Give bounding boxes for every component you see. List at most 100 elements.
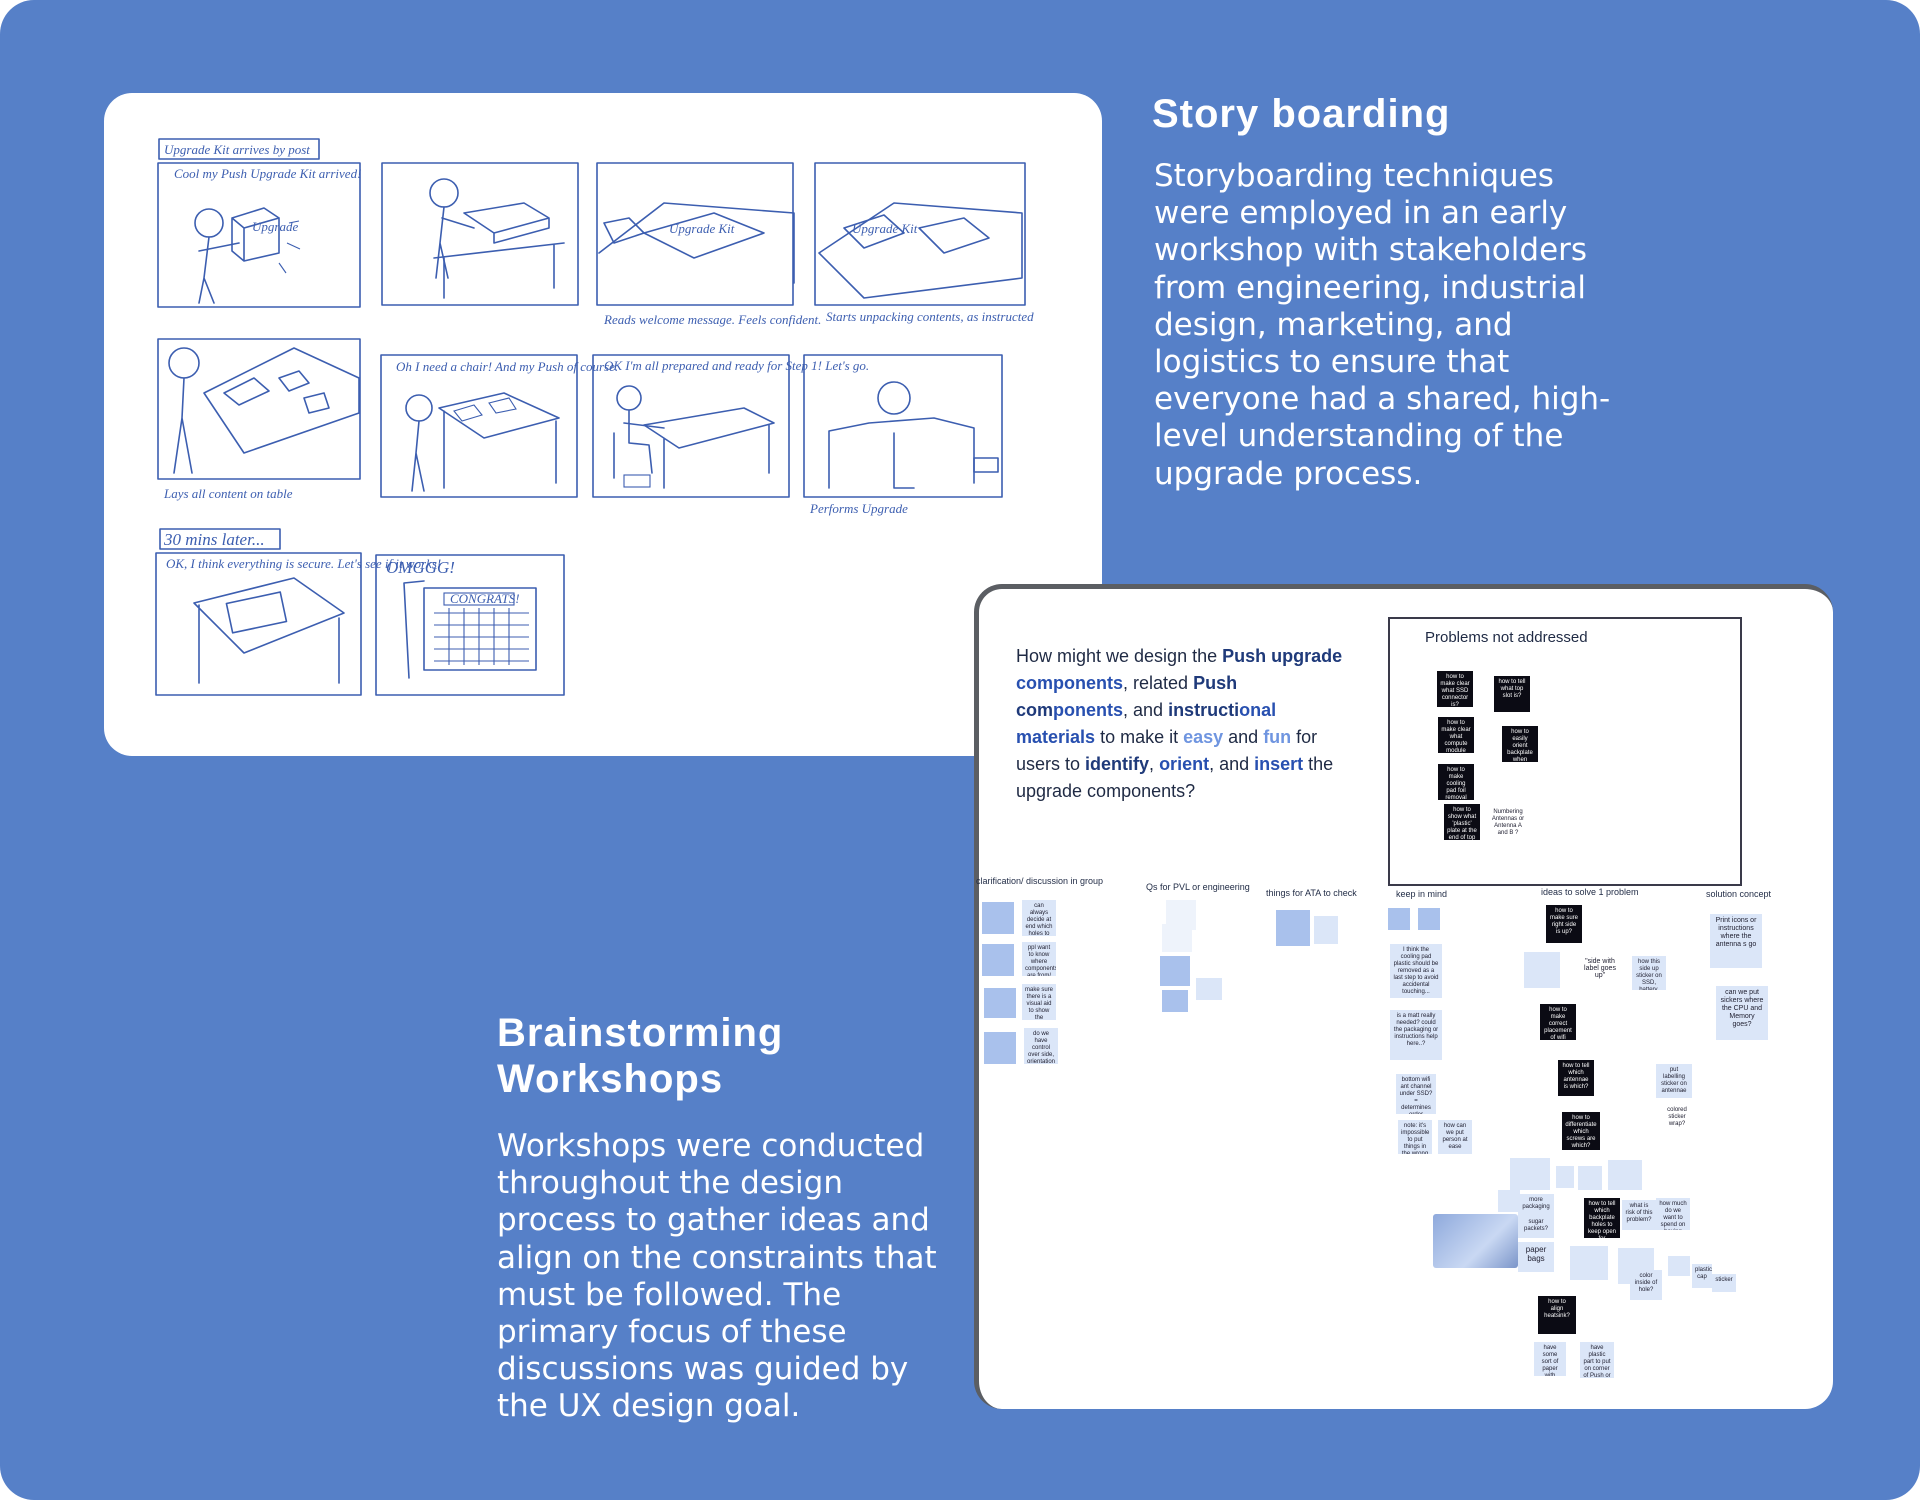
problems-frame bbox=[1388, 617, 1742, 886]
sticky-note: how to make clear what SSD connector is? bbox=[1437, 671, 1473, 707]
panel-10-speech: OMGGG! bbox=[386, 558, 455, 577]
hmw-keyword: onal materials bbox=[1016, 700, 1277, 747]
column-label: clarification/ discussion in group bbox=[976, 876, 1104, 886]
storyboard-sketch: Upgrade Kit arrives by post Cool my Push… bbox=[155, 138, 1034, 696]
sticky-note: Numbering Antennas or Antenna A and B ? bbox=[1491, 809, 1525, 836]
sticky-note: how to make clear what compute module co… bbox=[1438, 717, 1474, 753]
workshop-photo bbox=[1433, 1214, 1518, 1268]
sticky-note bbox=[1418, 908, 1440, 930]
brainstorming-description: Workshops were conducted throughout the … bbox=[497, 1128, 937, 1425]
hmw-keyword: Push com bbox=[1016, 673, 1238, 720]
hmw-text: the upgrade components? bbox=[1016, 754, 1334, 801]
storyboard-panel-10: OMGGG! CONGRATS! bbox=[375, 554, 565, 696]
panel-8-caption: Performs Upgrade bbox=[809, 501, 908, 516]
storyboarding-title: Story boarding bbox=[1152, 92, 1451, 136]
storyboarding-description: Storyboarding techniques were employed i… bbox=[1154, 158, 1611, 492]
hmw-keyword: identify bbox=[1085, 754, 1150, 774]
sticky-note: plastic cap bbox=[1692, 1264, 1712, 1288]
storyboard-panel-5: Lays all content on table bbox=[157, 338, 361, 501]
hmw-text: for users to bbox=[1016, 727, 1318, 774]
sticky-note: how to make sure right side is up? bbox=[1546, 905, 1582, 943]
column-label: things for ATA to check bbox=[1266, 888, 1357, 898]
sticky-note bbox=[1498, 1190, 1520, 1212]
sticky-note: what is risk of this problem? bbox=[1622, 1200, 1656, 1230]
sticky-note: sugar packets? bbox=[1518, 1216, 1554, 1238]
sticky-note: can always decide at end which holes to … bbox=[1022, 900, 1056, 936]
panel-7-speech: OK I'm all prepared and ready for Step 1… bbox=[604, 358, 869, 373]
sticky-note bbox=[1388, 908, 1410, 930]
sticky-note bbox=[1608, 1160, 1642, 1190]
sticky-note: have plastic part to put on corner of Pu… bbox=[1580, 1342, 1614, 1378]
panel-1-speech: Cool my Push Upgrade Kit arrived! bbox=[174, 166, 361, 181]
column-label: solution concept bbox=[1706, 889, 1772, 899]
sticky-note: "side with label goes up" bbox=[1584, 958, 1616, 979]
sticky-note: how to show what 'plastic' plate at the … bbox=[1444, 804, 1480, 840]
hmw-text: and bbox=[1223, 727, 1264, 747]
brainstorming-title: Brainstorming Workshops bbox=[497, 1011, 784, 1101]
panel-1-caption: Upgrade Kit arrives by post bbox=[164, 142, 310, 157]
sticky-note bbox=[982, 902, 1014, 934]
sticky-note: is a matt really needed? could the packa… bbox=[1390, 1010, 1442, 1060]
sticky-note bbox=[1276, 910, 1310, 946]
panel-4-caption: Starts unpacking contents, as instructed bbox=[826, 309, 1034, 324]
hmw-keyword: fun bbox=[1263, 727, 1292, 747]
sticky-note: how this side up sticker on SSD, battery… bbox=[1632, 956, 1666, 990]
sticky-note bbox=[984, 988, 1016, 1018]
storyboard-panel-9: 30 mins later... OK, I think everything … bbox=[155, 528, 441, 696]
sticky-note: how to tell which antennae is which? bbox=[1558, 1060, 1594, 1096]
hmw-keyword: insert bbox=[1254, 754, 1304, 774]
sticky-note bbox=[1556, 1166, 1574, 1188]
sticky-note bbox=[1668, 1256, 1690, 1276]
storyboard-panel-8: Performs Upgrade bbox=[803, 354, 1003, 516]
sticky-note bbox=[1160, 956, 1190, 986]
storyboard-panel-3: Upgrade Kit Reads welcome message. Feels… bbox=[596, 162, 821, 327]
hmw-keyword: upgrade bbox=[1271, 646, 1343, 666]
panel-4-box-label: Upgrade Kit bbox=[852, 221, 918, 236]
sticky-note: how to tell which backplate holes to kee… bbox=[1584, 1198, 1620, 1238]
hmw-keyword: instructi bbox=[1168, 700, 1240, 720]
sticky-note: note: it's impossible to put things in t… bbox=[1398, 1120, 1432, 1154]
sticky-note: how to tell what top slot is? bbox=[1494, 676, 1530, 712]
storyboard-panel-7: OK I'm all prepared and ready for Step 1… bbox=[592, 354, 869, 498]
sticky-note bbox=[1510, 1158, 1550, 1190]
panel-9-caption: 30 mins later... bbox=[163, 530, 265, 549]
sticky-note bbox=[982, 944, 1014, 976]
panel-3-caption: Reads welcome message. Feels confident. bbox=[603, 312, 821, 327]
column-label: Qs for PVL or engineering bbox=[1146, 882, 1250, 892]
sticky-note: how to make correct placement of wifi an… bbox=[1540, 1004, 1576, 1040]
sticky-note bbox=[1162, 990, 1188, 1012]
panel-6-speech: Oh I need a chair! And my Push of course… bbox=[396, 359, 618, 374]
sticky-note: color inside of hole? bbox=[1630, 1270, 1662, 1300]
sticky-note bbox=[1162, 924, 1192, 952]
sticky-note: how can we put person at ease bbox=[1438, 1120, 1472, 1154]
sticky-note: how to differentiate which screws are wh… bbox=[1562, 1112, 1600, 1150]
storyboard-panel-6: Oh I need a chair! And my Push of course… bbox=[380, 354, 618, 498]
sticky-note: ppl want to know where components are fr… bbox=[1022, 942, 1056, 976]
sticky-note: how much do we want to spend on having l… bbox=[1656, 1198, 1690, 1230]
sticky-note: can we put sickers where the CPU and Mem… bbox=[1716, 986, 1768, 1040]
sticky-note: Print icons or instructions where the an… bbox=[1710, 914, 1762, 968]
hmw-keyword: orient bbox=[1159, 754, 1210, 774]
sticky-note bbox=[1196, 978, 1222, 1000]
problems-title: Problems not addressed bbox=[1425, 629, 1588, 646]
storyboard-card: Upgrade Kit arrives by post Cool my Push… bbox=[104, 93, 1102, 756]
storyboard-panel-2 bbox=[381, 162, 579, 306]
sticky-note: make sure there is a visual aid to show … bbox=[1022, 984, 1056, 1020]
hmw-text: , and bbox=[1123, 700, 1169, 720]
column-label: ideas to solve 1 problem bbox=[1541, 887, 1639, 897]
storyboard-panel-1: Upgrade Kit arrives by post Cool my Push… bbox=[157, 138, 361, 308]
sticky-note: how to easily orient backplate when putt… bbox=[1502, 726, 1538, 762]
hmw-keyword: Push bbox=[1222, 646, 1267, 666]
hmw-keyword: components bbox=[1016, 673, 1124, 693]
sticky-note: have some sort of paper with guide to la… bbox=[1534, 1342, 1566, 1376]
panel-10-screen-label: CONGRATS! bbox=[450, 591, 520, 606]
sticky-note: how to align heatsink? bbox=[1538, 1296, 1576, 1334]
panel-1-box-label: Upgrade bbox=[252, 219, 298, 234]
sticky-note bbox=[1570, 1246, 1608, 1280]
sticky-note bbox=[984, 1032, 1016, 1064]
sticky-note: put labelling sticker on antennae bbox=[1656, 1064, 1692, 1098]
sticky-note: do we have control over side, orientatio… bbox=[1024, 1028, 1058, 1064]
sticky-note bbox=[1524, 952, 1560, 988]
hmw-text: , related bbox=[1123, 673, 1194, 693]
